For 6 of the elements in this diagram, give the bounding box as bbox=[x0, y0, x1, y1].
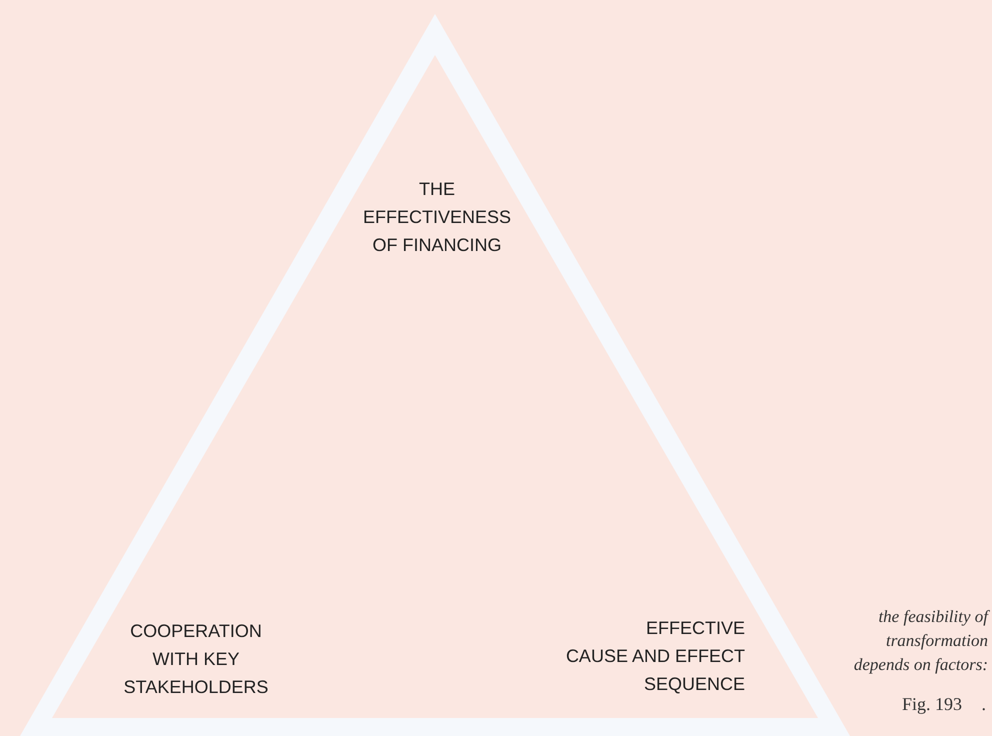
punctuation-mark: . bbox=[982, 694, 986, 715]
figure-number: Fig. 193 bbox=[902, 694, 962, 715]
factor-label: COOPERATION WITH KEY STAKEHOLDERS bbox=[124, 620, 268, 699]
factor-label: EFFECTIVE CAUSE AND EFFECT SEQUENCE bbox=[566, 617, 745, 696]
factor-label: THE EFFECTIVENESS OF FINANCING bbox=[362, 178, 512, 257]
figure-caption: the feasibility of transformation depends on factors: bbox=[854, 606, 988, 676]
